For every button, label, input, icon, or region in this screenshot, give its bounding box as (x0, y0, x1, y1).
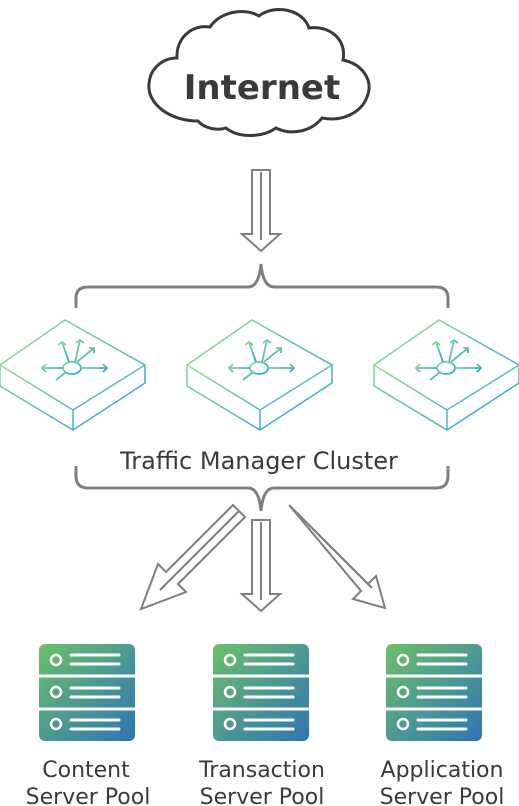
internet-label: Internet (184, 68, 340, 108)
pool-label-line2: Server Pool (200, 785, 325, 806)
pool-label-line2: Server Pool (26, 785, 151, 806)
traffic-router-icon (373, 319, 519, 431)
cluster-bottom-brace (74, 466, 450, 512)
arrow-to-transaction-pool (239, 519, 283, 613)
traffic-router-icon (186, 319, 333, 431)
arrow-to-content-pool (139, 503, 247, 611)
pool-label-line1: Application (381, 758, 504, 783)
pool-label-line1: Content (42, 758, 130, 783)
cluster-label: Traffic Manager Cluster (119, 447, 398, 475)
server-stack-icon (213, 644, 309, 741)
server-stack-icon (386, 644, 482, 741)
arrow-to-application-pool (288, 504, 387, 610)
server-stack-icon (39, 644, 135, 741)
cloud-icon (147, 8, 371, 137)
internet-to-cluster-arrow (239, 169, 283, 253)
traffic-router-icon (0, 319, 146, 431)
pool-label-line2: Server Pool (380, 785, 505, 806)
pool-label-line1: Transaction (198, 758, 325, 783)
cluster-top-brace (74, 263, 450, 308)
